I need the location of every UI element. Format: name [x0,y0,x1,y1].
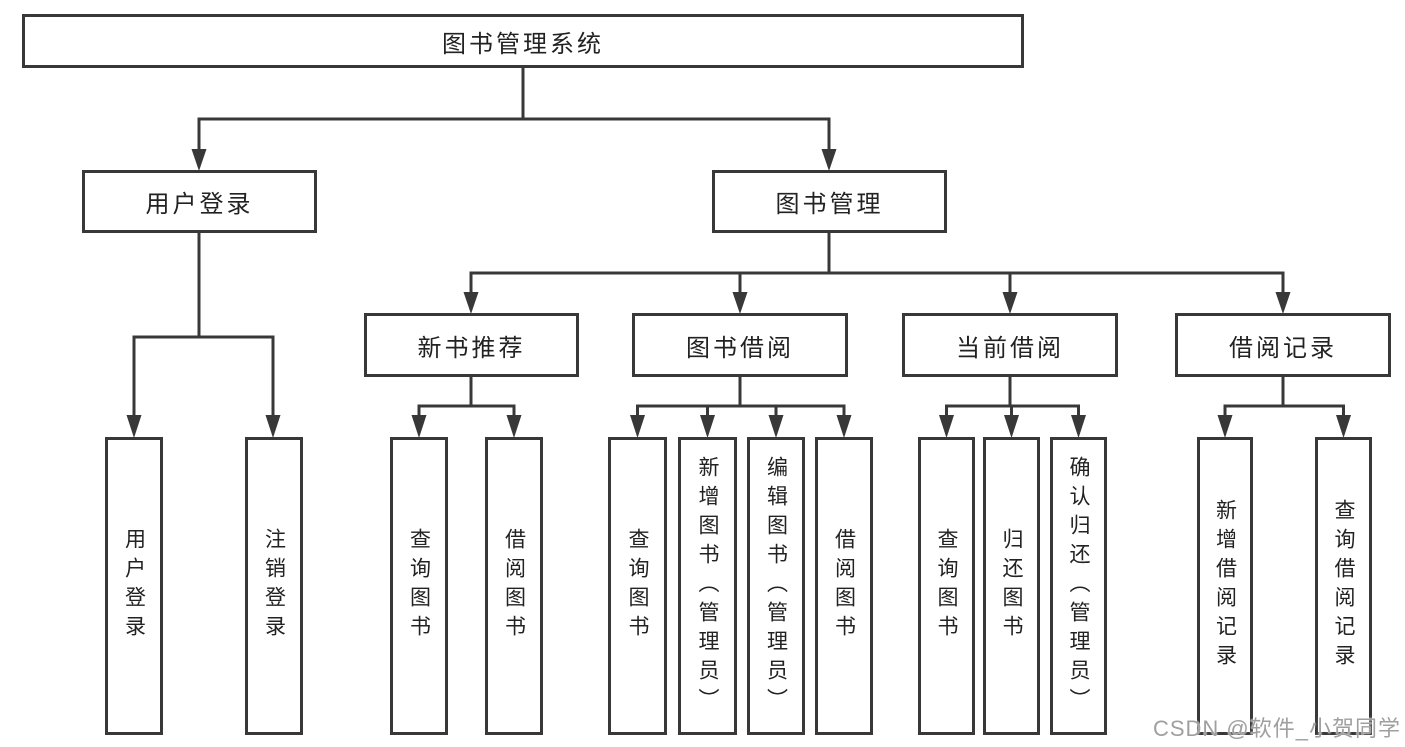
leaf-logout: 注销登录 [245,437,303,735]
node-label: 当前借阅 [956,334,1064,362]
leaf-borrow-books: 借阅图书 [815,437,873,735]
leaf-return-books: 归还图书 [983,437,1040,735]
arrowhead-leaf-0 [126,415,142,438]
node-label: 确认归还（管理员） [1067,455,1090,717]
node-label: 借阅记录 [1229,334,1337,362]
leaf-borrow-books-recommend: 借阅图书 [485,437,543,735]
leaf-confirm-return-admin: 确认归还（管理员） [1050,437,1107,735]
leaf-add-books-admin: 新增图书（管理员） [678,437,737,735]
node-book-borrowing: 图书借阅 [632,313,848,377]
arrowhead-book-mgmt [821,149,837,171]
arrowhead-leaf-10 [1071,415,1086,438]
arrowhead-records [1275,292,1291,314]
node-label: 借阅图书 [832,528,856,644]
node-user-login-branch: 用户登录 [82,170,317,233]
node-label: 查询借阅记录 [1332,499,1355,673]
node-label: 新增图书（管理员） [696,455,719,717]
node-new-book-recommend: 新书推荐 [364,313,579,377]
arrowhead-leaf-2 [411,415,427,438]
node-label: 用户登录 [122,528,146,644]
arrowhead-current [1002,292,1018,314]
node-library-management-system: 图书管理系统 [22,14,1024,68]
arrowhead-borrow [732,292,748,314]
leaf-query-books-recommend: 查询图书 [390,437,448,735]
arrowhead-leaf-4 [630,415,645,438]
node-label: 新书推荐 [417,334,526,362]
node-label: 新增借阅记录 [1213,499,1237,673]
node-label: 图书管理 [775,191,884,218]
node-current-borrowing: 当前借阅 [902,313,1118,377]
arrowhead-leaf-11 [1217,415,1233,438]
arrowhead-leaf-8 [939,415,954,438]
node-book-management-branch: 图书管理 [712,170,947,233]
node-label: 查询图书 [626,528,649,644]
arrowhead-leaf-12 [1336,415,1351,438]
node-label: 借阅图书 [502,528,526,644]
leaf-add-borrow-record: 新增借阅记录 [1197,437,1253,735]
arrow-heads [126,149,1351,438]
leaf-query-borrow-record: 查询借阅记录 [1315,437,1372,735]
node-label: 注销登录 [262,528,286,644]
arrowhead-leaf-1 [265,415,281,438]
node-label: 图书管理系统 [442,30,604,58]
node-label: 图书借阅 [686,334,794,362]
csdn-watermark: CSDN @软件_小贺同学 [1152,716,1401,741]
leaf-query-books-current: 查询图书 [918,437,975,735]
arrowhead-leaf-5 [700,415,715,438]
leaf-user-login: 用户登录 [105,437,163,735]
node-borrow-records: 借阅记录 [1175,313,1391,377]
arrowhead-leaf-6 [768,415,784,438]
leaf-edit-books-admin: 编辑图书（管理员） [747,437,805,735]
node-label: 归还图书 [1000,528,1023,644]
arrowhead-leaf-9 [1004,415,1019,438]
arrowhead-leaf-3 [506,415,522,438]
arrowhead-leaf-7 [836,415,852,438]
arrowhead-user-login [191,149,207,171]
node-label: 查询图书 [407,528,431,644]
node-label: 用户登录 [145,191,254,218]
node-label: 编辑图书（管理员） [764,455,788,717]
node-label: 查询图书 [935,528,958,644]
leaf-query-books-borrowing: 查询图书 [608,437,667,735]
arrowhead-newbook [463,292,479,314]
